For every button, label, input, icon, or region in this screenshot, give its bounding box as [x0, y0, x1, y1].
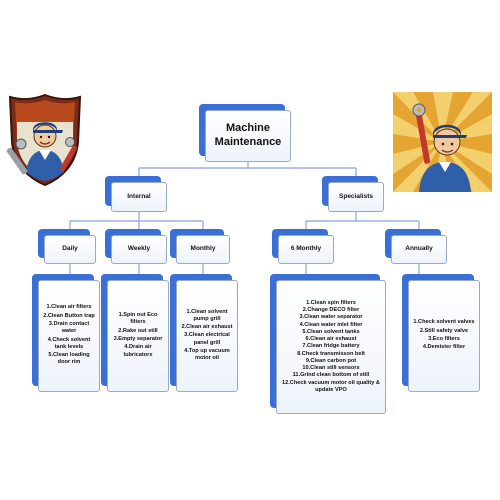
task-item: 5.Clean solvent tanks: [302, 328, 360, 335]
weekly-task-list: 1.Spin out Eco filters 2.Rake out still …: [108, 312, 168, 360]
branch-specialists: Specialists: [322, 176, 384, 212]
task-item: 2.Change DECO filter: [302, 307, 360, 314]
daily-label: Daily: [62, 245, 78, 253]
task-item: 1.Clean air filters: [46, 304, 92, 311]
task-item: 9.Clean carbon pot: [305, 357, 357, 364]
task-item: 2.Clean Button trap: [43, 312, 95, 319]
task-item: 1.Check solvent valves: [413, 319, 475, 326]
task-item: 2.Still safety valve: [419, 327, 469, 334]
task-item: 3.Clean electrical panel grill: [184, 332, 230, 346]
daily-task-list: 1.Clean air filters 2.Clean Button trap …: [39, 304, 99, 367]
task-item: 10.Clean still sensors: [302, 365, 360, 372]
monthly-label: Monthly: [190, 245, 216, 253]
branch-internal-label: Internal: [127, 192, 151, 200]
monthly-task-list: 1.Clean solvent pump grill 2.Clean air e…: [177, 309, 237, 364]
task-item: 1.Spin out Eco filters: [118, 312, 158, 326]
6-monthly-task-box: 1.Clean spin filters 2.Change DECO filte…: [270, 274, 386, 414]
weekly-task-box: 1.Spin out Eco filters 2.Rake out still …: [101, 274, 169, 392]
task-item: 11.Grind clean bottom of still: [292, 372, 370, 379]
task-item: 2.Clean air exhaust: [181, 324, 233, 331]
task-item: 3.Empty separator: [113, 336, 163, 342]
task-item: 3.Drain contact water: [48, 320, 90, 335]
monthly-task-box: 1.Clean solvent pump grill 2.Clean air e…: [170, 274, 238, 392]
task-item: 4.Top up vacuum motor oil: [184, 347, 230, 362]
6-monthly-label: 6 Monthly: [290, 245, 322, 253]
frequency-monthly: Monthly: [170, 229, 230, 264]
root-node: Machine Maintenance: [199, 104, 291, 162]
task-item: 1.Clean spin filters: [306, 299, 356, 306]
annually-task-list: 1.Check solvent valves 2.Still safety va…: [409, 319, 478, 352]
branch-internal: Internal: [105, 176, 167, 212]
frequency-annually: Annually: [385, 229, 447, 264]
task-item: 4.Demister filter: [422, 344, 466, 351]
branch-specialists-label: Specialists: [339, 192, 373, 200]
frequency-weekly: Weekly: [105, 229, 167, 264]
task-item: 4.Check solvent tank levels: [47, 336, 91, 350]
daily-task-box: 1.Clean air filters 2.Clean Button trap …: [32, 274, 100, 392]
weekly-label: Weekly: [127, 245, 151, 253]
task-item: 7.Clean fridge battery: [302, 343, 360, 350]
task-item: 3.Clean water separator: [299, 314, 363, 321]
annually-task-box: 1.Check solvent valves 2.Still safety va…: [402, 274, 480, 392]
mechanic-shield-illustration: [6, 93, 82, 187]
frequency-6-monthly: 6 Monthly: [272, 229, 334, 264]
task-item: 5.Clean loading door rim: [48, 352, 90, 366]
task-item: 1.Clean solvent pump grill: [186, 308, 228, 322]
task-item: 2.Rake out still: [118, 327, 158, 334]
annually-label: Annually: [405, 245, 433, 253]
task-item: 4.Clean water inlet filter: [299, 321, 363, 328]
task-item: 6.Clean air exhaust: [305, 336, 357, 343]
root-title: Machine Maintenance: [214, 122, 282, 148]
mechanic-sunburst-illustration: [393, 92, 492, 192]
task-item: 8.Check transmisson belt: [297, 350, 365, 357]
task-item: 4.Drain air lubricators: [123, 344, 153, 358]
task-item: 12.Check vacuum motor oil quality & upda…: [282, 379, 380, 393]
frequency-daily: Daily: [38, 229, 96, 264]
6-monthly-task-list: 1.Clean spin filters 2.Change DECO filte…: [277, 300, 385, 394]
task-item: 3.Eco filters: [428, 336, 460, 342]
